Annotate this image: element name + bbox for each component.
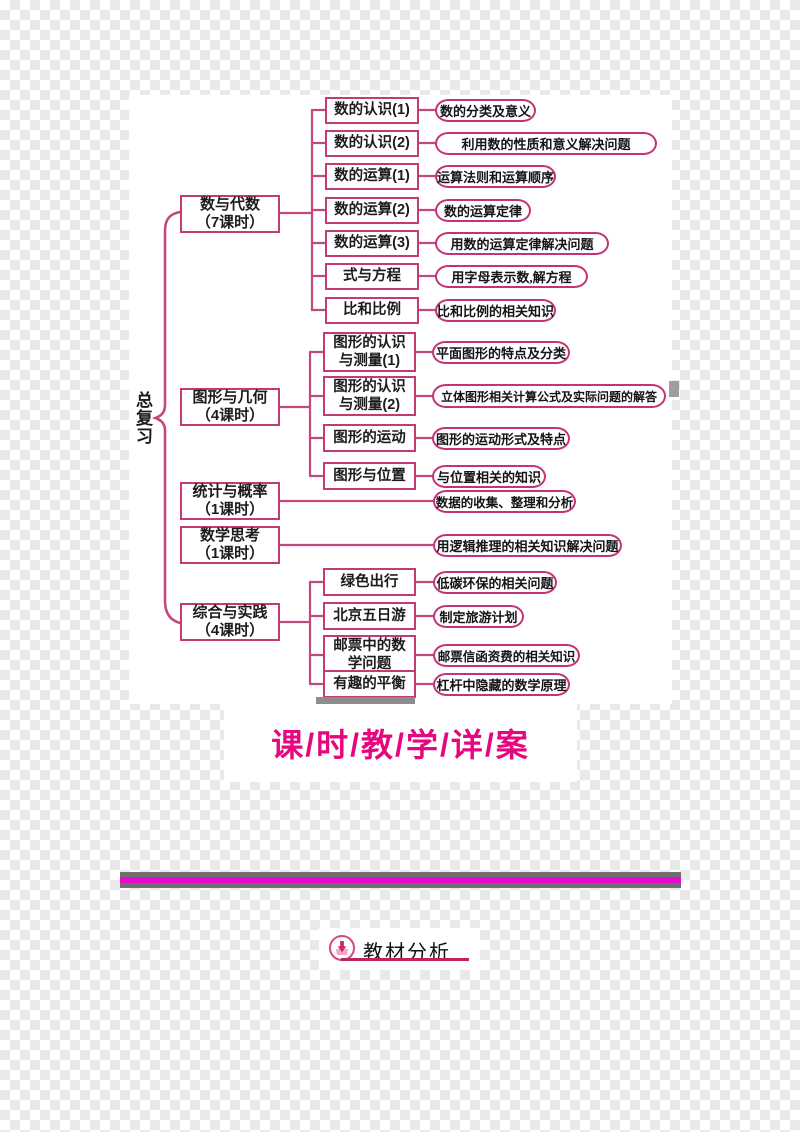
leaf-ellipse: 用字母表示数,解方程 — [435, 264, 588, 288]
leaf-ellipse: 比和比例的相关知识 — [435, 298, 556, 322]
root-node: 总复习 — [133, 391, 152, 445]
topic-box: 数的运算(3) — [325, 229, 419, 257]
topic-box: 图形与位置 — [323, 462, 416, 490]
topic-box: 有趣的平衡 — [323, 670, 416, 698]
leaf-ellipse: 数据的收集、整理和分析 — [433, 489, 576, 513]
topic-box: 式与方程 — [325, 262, 419, 290]
divider-bar — [120, 872, 681, 888]
download-arrow-icon — [329, 935, 355, 961]
topic-box: 绿色出行 — [323, 568, 416, 596]
branch-box: 图形与几何（4课时） — [180, 388, 280, 426]
leaf-ellipse: 低碳环保的相关问题 — [433, 570, 557, 594]
topic-box: 图形的认识与测量(2) — [323, 376, 416, 416]
leaf-ellipse: 利用数的性质和意义解决问题 — [435, 131, 657, 155]
page-title: 课/时/教/学/详/案 — [271, 727, 530, 763]
topic-box: 图形的运动 — [323, 424, 416, 452]
branch-box: 数与代数（7课时） — [180, 195, 280, 233]
leaf-ellipse: 制定旅游计划 — [433, 604, 524, 628]
topic-box: 北京五日游 — [323, 602, 416, 630]
topic-box: 图形的认识与测量(1) — [323, 332, 416, 372]
branch-box: 统计与概率（1课时） — [180, 482, 280, 520]
scan-artifact — [316, 697, 415, 704]
leaf-ellipse: 用逻辑推理的相关知识解决问题 — [433, 533, 622, 557]
title-band: 课/时/教/学/详/案 — [224, 704, 577, 782]
leaf-ellipse: 数的运算定律 — [435, 198, 531, 222]
leaf-ellipse: 与位置相关的知识 — [432, 464, 546, 488]
leaf-ellipse: 数的分类及意义 — [435, 98, 536, 122]
topic-box: 数的认识(2) — [325, 129, 419, 157]
topic-box: 数的运算(1) — [325, 162, 419, 190]
topic-box: 数的运算(2) — [325, 196, 419, 224]
section-underline — [341, 958, 469, 961]
leaf-ellipse: 运算法则和运算顺序 — [435, 164, 556, 188]
scan-artifact — [669, 381, 679, 397]
branch-box: 综合与实践（4课时） — [180, 603, 280, 641]
leaf-ellipse: 图形的运动形式及特点 — [432, 426, 570, 450]
leaf-ellipse: 用数的运算定律解决问题 — [435, 231, 609, 255]
leaf-ellipse: 邮票信函资费的相关知识 — [433, 643, 580, 667]
leaf-ellipse: 立体图形相关计算公式及实际问题的解答 — [432, 384, 666, 408]
topic-box: 比和比例 — [325, 296, 419, 324]
leaf-ellipse: 杠杆中隐藏的数学原理 — [433, 672, 570, 696]
topic-box: 邮票中的数学问题 — [323, 635, 416, 675]
leaf-ellipse: 平面图形的特点及分类 — [432, 340, 570, 364]
topic-box: 数的认识(1) — [325, 96, 419, 124]
section-header: 教材分析 — [319, 928, 480, 970]
divider-stripe — [120, 877, 681, 883]
branch-box: 数学思考（1课时） — [180, 526, 280, 564]
